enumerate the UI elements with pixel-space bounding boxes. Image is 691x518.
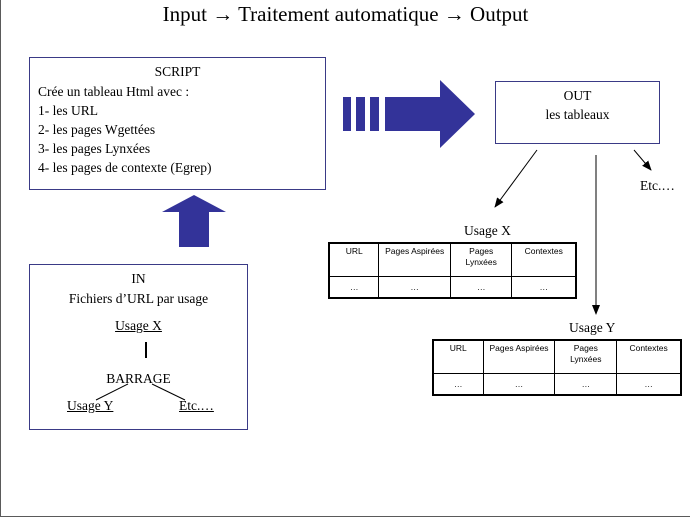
table-x-cell: … (449, 276, 513, 299)
in-subtitle: Fichiers d’URL par usage (68, 291, 209, 306)
table-y-cell: … (616, 373, 682, 396)
in-usage-x: Usage X (115, 318, 162, 333)
table-y-header-contextes: Contextes (616, 339, 682, 374)
table-x-cell: … (511, 276, 577, 299)
table-y-cell: … (482, 373, 556, 396)
script-line-wget: 2- les pages Wgettées (38, 122, 156, 137)
arrow-dash-2 (356, 97, 365, 131)
table-usage-y: URL Pages Aspirées Pages Lynxées Context… (432, 339, 682, 396)
arrow-head-block (385, 80, 475, 148)
in-barrage: BARRAGE (106, 371, 171, 386)
tree-line-right (151, 383, 186, 401)
table-x-header-lynxees: Pages Lynxées (449, 242, 513, 277)
arrow-dash-3 (370, 97, 379, 131)
script-line-intro: Crée un tableau Html avec : (38, 84, 190, 99)
etc-label: Etc.… (640, 178, 675, 193)
in-usage-y: Usage Y (67, 398, 114, 413)
arrow-out-to-usage-x (494, 149, 538, 208)
table-y-cell: … (432, 373, 484, 396)
table-x-cell: … (328, 276, 380, 299)
in-heading: IN (131, 271, 146, 286)
table-y-header-lynxees: Pages Lynxées (554, 339, 618, 374)
table-x-header-aspirees: Pages Aspirées (378, 242, 451, 277)
table-y-header-url: URL (432, 339, 484, 374)
process-arrow-right (343, 80, 475, 148)
table-x-header-url: URL (328, 242, 380, 277)
in-box: IN Fichiers d’URL par usage Usage X BARR… (29, 264, 248, 430)
script-box: SCRIPT Crée un tableau Html avec : 1- le… (29, 57, 326, 190)
table-x-header-contextes: Contextes (511, 242, 577, 277)
table-x-cell: … (378, 276, 451, 299)
script-line-url: 1- les URL (38, 103, 98, 118)
out-heading: OUT (563, 88, 592, 103)
table-y-header-aspirees: Pages Aspirées (482, 339, 556, 374)
out-box: OUT les tableaux (495, 81, 660, 144)
diagram-title: Input → Traitement automatique → Output (162, 2, 529, 26)
in-etc: Etc.… (179, 398, 214, 413)
script-heading: SCRIPT (154, 64, 201, 79)
table-usage-x: URL Pages Aspirées Pages Lynxées Context… (328, 242, 577, 299)
out-subtitle: les tableaux (545, 107, 610, 122)
arrow-dash-1 (343, 97, 351, 131)
table-y-label: Usage Y (569, 320, 616, 335)
script-line-lynx: 3- les pages Lynxées (38, 141, 151, 156)
script-line-egrep: 4- les pages de contexte (Egrep) (38, 160, 212, 175)
process-arrow-up (162, 195, 226, 247)
tree-line-left (95, 383, 129, 401)
arrow-out-to-etc (633, 149, 652, 171)
table-x-label: Usage X (464, 223, 511, 238)
